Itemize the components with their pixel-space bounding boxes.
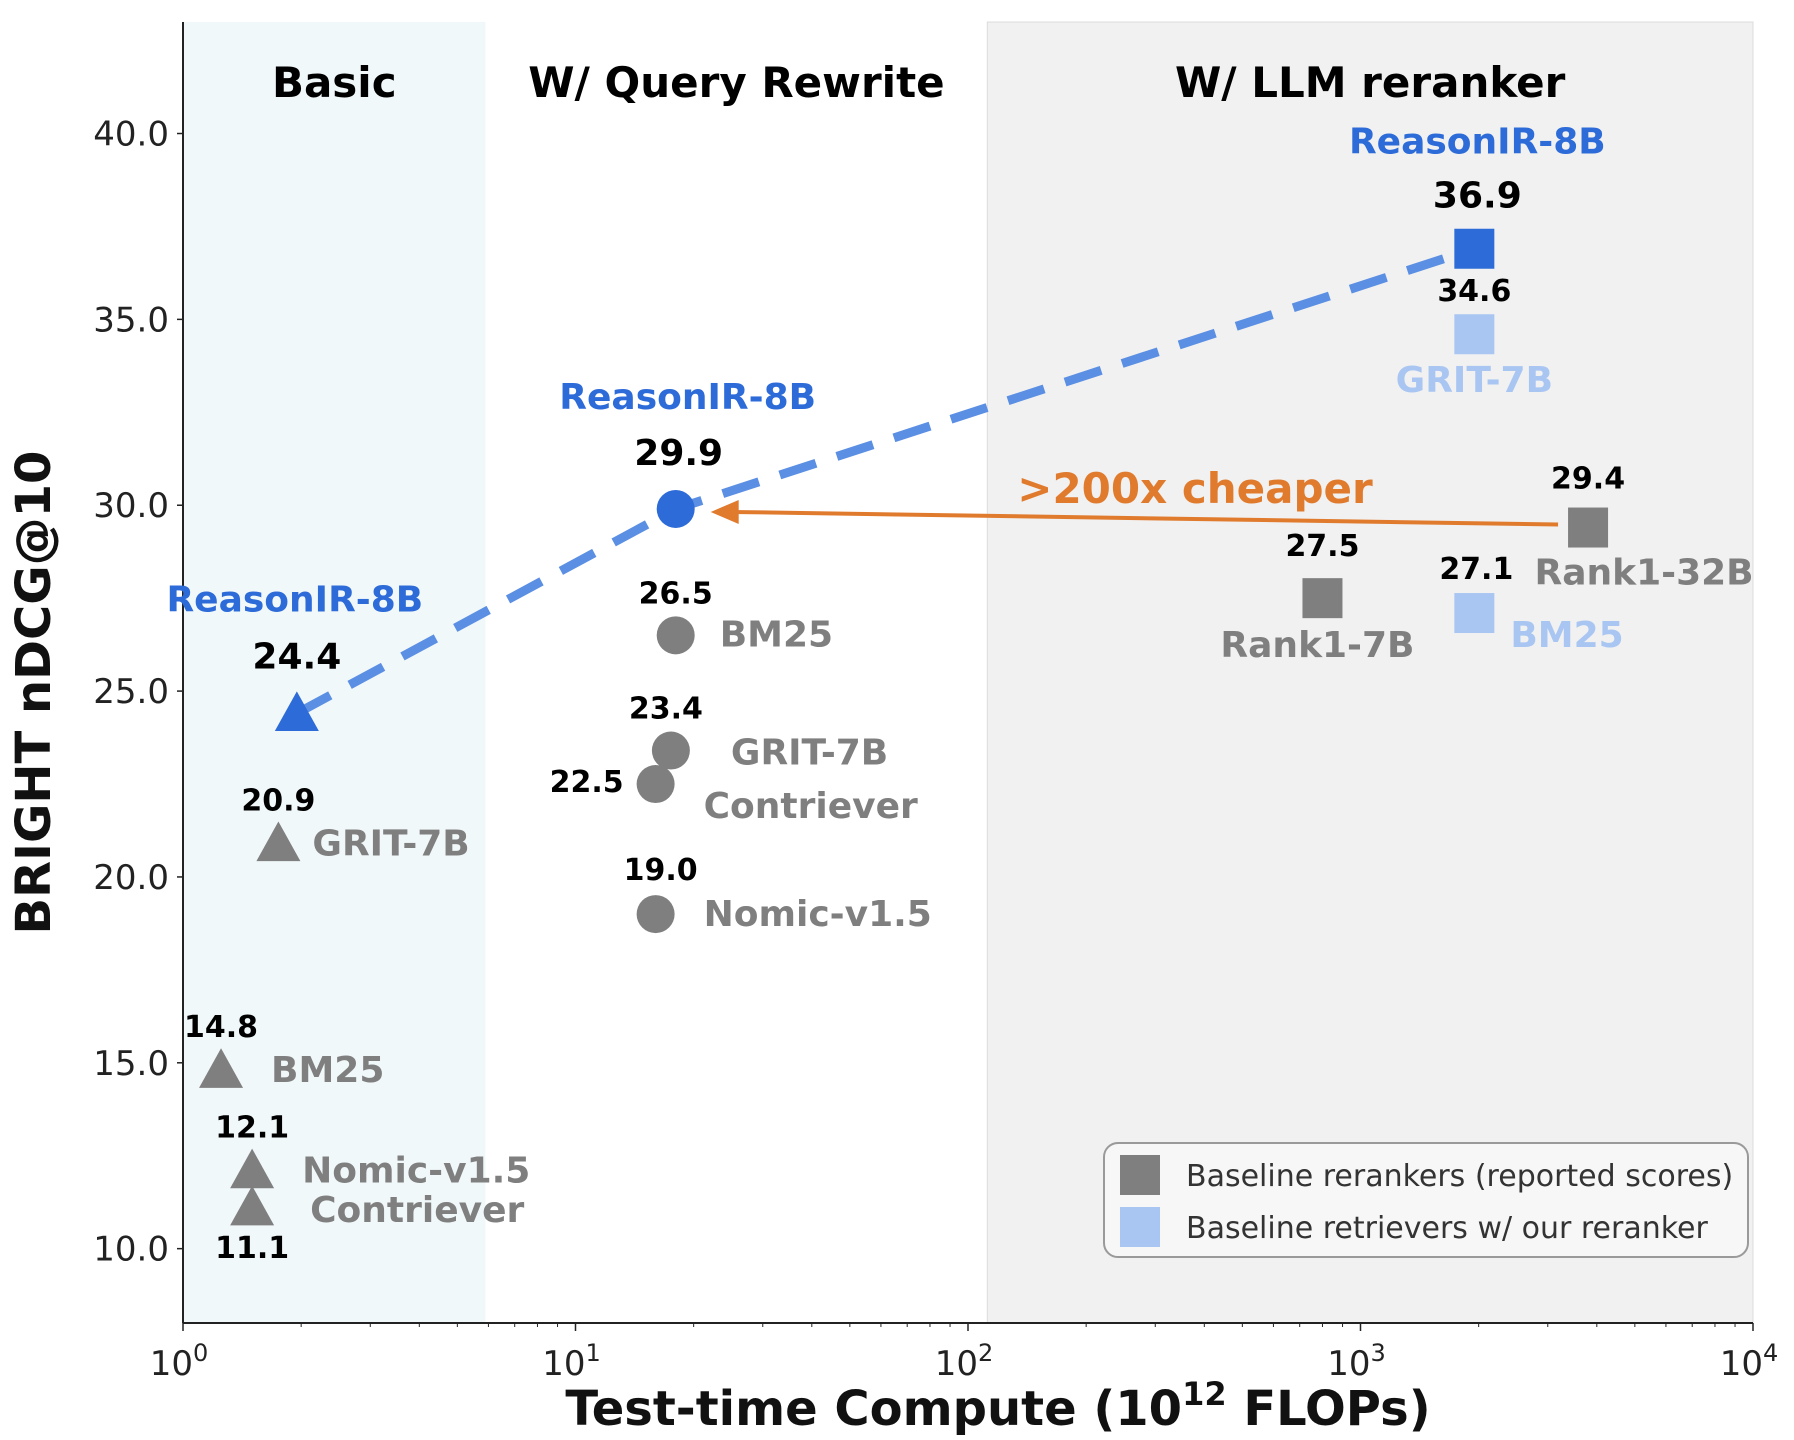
region-title: Basic (272, 58, 397, 107)
point-name-label: ReasonIR-8B (1349, 122, 1606, 163)
annotation-arrow-head (710, 499, 739, 524)
point-value-label: 14.8 (184, 1010, 258, 1045)
point-name-label: ReasonIR-8B (559, 377, 816, 418)
region-title: W/ LLM reranker (1175, 58, 1566, 107)
point-value-label: 19.0 (624, 853, 698, 888)
point-value-label: 34.6 (1437, 274, 1511, 309)
region-backgrounds: Basic W/ Query Rewrite W/ LLM reranker (183, 21, 1754, 1324)
x-tick-label: 104 (1720, 1339, 1779, 1384)
point-value-label: 12.1 (215, 1111, 289, 1146)
legend-label: Baseline retrievers w/ our reranker (1186, 1211, 1709, 1246)
annotation-text: >200x cheaper (1017, 464, 1373, 513)
point-marker (1454, 593, 1495, 634)
point-name-label: BM25 (271, 1050, 384, 1091)
point-name-label: GRIT-7B (731, 733, 888, 774)
point-marker (256, 821, 301, 862)
y-tick-label: 20.0 (93, 858, 169, 898)
region-bg-3 (986, 21, 1754, 1324)
point-name-label: BM25 (1510, 615, 1623, 656)
point-value-label: 22.5 (550, 765, 624, 800)
point-name-label: Nomic-v1.5 (302, 1151, 530, 1192)
point-marker (230, 1185, 275, 1226)
point-value-label: 29.4 (1551, 462, 1625, 497)
point-marker (656, 616, 695, 655)
point-value-label: 23.4 (629, 692, 703, 727)
point-name-label: Contriever (310, 1190, 524, 1231)
y-tick-label: 30.0 (93, 486, 169, 526)
annotation-layer: >200x cheaper (710, 464, 1559, 527)
point-value-label: 27.5 (1285, 529, 1359, 564)
point-marker (230, 1148, 275, 1189)
x-axis-title: Test-time Compute (1012 FLOPs) (565, 1375, 1430, 1437)
y-axis-title: BRIGHT nDCG@10 (6, 451, 62, 935)
legend-swatch (1120, 1155, 1160, 1195)
y-tick-label: 35.0 (93, 300, 169, 340)
legend-swatch (1120, 1207, 1160, 1247)
point-value-label: 24.4 (252, 636, 341, 677)
y-tick-label: 25.0 (93, 672, 169, 712)
x-tick-label: 102 (935, 1339, 994, 1384)
point-name-label: Contriever (704, 786, 918, 827)
point-marker (274, 691, 319, 731)
point-name-label: GRIT-7B (312, 823, 469, 864)
labels-layer: 24.4ReasonIR-8B20.9GRIT-7B14.8BM2512.1No… (166, 122, 1753, 1266)
point-name-label: Nomic-v1.5 (704, 894, 932, 935)
point-marker (1568, 507, 1609, 548)
point-name-label: Rank1-32B (1535, 553, 1754, 594)
legend: Baseline rerankers (reported scores) Base… (1103, 1142, 1749, 1258)
point-marker (1302, 578, 1343, 619)
point-marker (636, 895, 675, 934)
region-title: W/ Query Rewrite (528, 58, 944, 107)
point-name-label: Rank1-7B (1220, 625, 1414, 666)
x-tick-label: 101 (542, 1339, 601, 1384)
point-marker (651, 731, 690, 770)
y-tick-label: 40.0 (93, 115, 169, 155)
axes: 10.0 15.0 20.0 25.0 30.0 35.0 40.0 100 101 102 103… (6, 22, 1778, 1437)
region-bg-1 (183, 22, 486, 1323)
point-value-label: 20.9 (241, 783, 315, 818)
y-tick-label: 10.0 (93, 1230, 169, 1270)
points-layer (199, 228, 1609, 1226)
legend-label: Baseline rerankers (reported scores) (1186, 1159, 1733, 1194)
point-value-label: 26.5 (639, 576, 713, 611)
point-marker (1454, 314, 1495, 355)
point-name-label: BM25 (720, 614, 833, 655)
y-tick-label: 15.0 (93, 1044, 169, 1084)
point-name-label: ReasonIR-8B (166, 579, 423, 620)
point-marker (1454, 228, 1495, 269)
point-value-label: 27.1 (1439, 552, 1513, 587)
x-tick-label: 100 (150, 1339, 209, 1384)
legend-box (1103, 1142, 1749, 1258)
x-tick-label: 103 (1327, 1339, 1386, 1384)
point-marker (656, 489, 695, 528)
annotation-arrow-line (730, 509, 1559, 527)
point-marker (636, 765, 675, 804)
point-value-label: 11.1 (215, 1231, 289, 1266)
point-value-label: 36.9 (1433, 176, 1522, 217)
point-marker (199, 1048, 244, 1088)
point-name-label: GRIT-7B (1396, 360, 1553, 401)
point-value-label: 29.9 (634, 433, 723, 474)
